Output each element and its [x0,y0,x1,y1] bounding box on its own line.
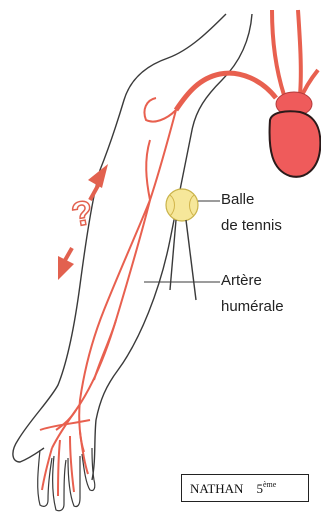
arm-arteries [40,98,176,496]
artery-label-line2: humérale [221,297,284,317]
ball-label-line2: de tennis [221,216,282,236]
heart [270,111,321,176]
tennis-ball [166,189,198,221]
artery-label-line1: Artère [221,271,262,291]
student-name: NATHAN [190,481,243,496]
fingers [38,448,95,511]
ball-strap [170,220,196,300]
student-grade-suffix: ème [263,480,276,489]
student-name-box: NATHAN 5ème [181,474,309,502]
ball-label-line1: Balle [221,190,254,210]
arm-outline [13,14,252,480]
